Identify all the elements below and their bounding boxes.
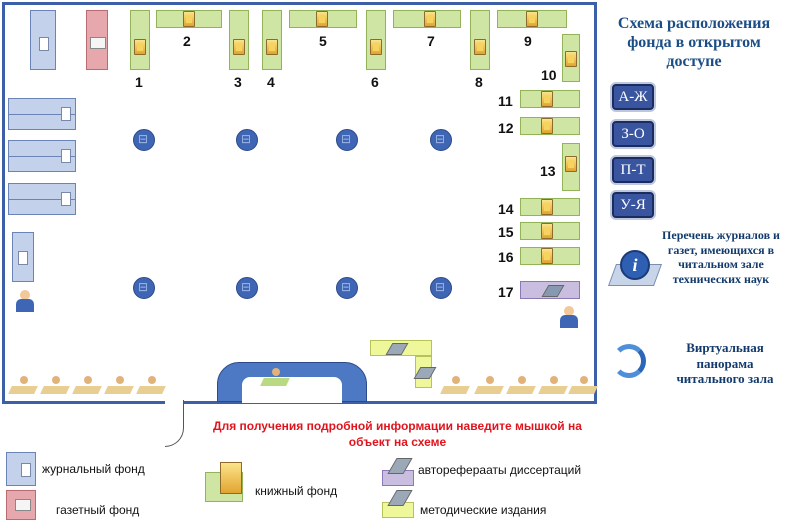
reader-icon xyxy=(538,376,568,396)
journals-list-link[interactable]: Перечень журналов и газет, имеющихся в ч… xyxy=(662,228,780,286)
shelf-number-8: 8 xyxy=(475,74,483,90)
methodical-shelf[interactable] xyxy=(370,340,432,356)
reader-icon xyxy=(104,376,134,396)
shelf-number-13: 13 xyxy=(540,163,556,179)
journal-shelf-row-3[interactable] xyxy=(8,183,76,215)
shelf-number-3: 3 xyxy=(234,74,242,90)
page-title: Схема расположения фонда в открытом дост… xyxy=(617,15,771,70)
letter-range-button-p-t[interactable]: П-Т xyxy=(612,157,654,183)
letter-range-button-a-zh[interactable]: А-Ж xyxy=(612,84,654,110)
column xyxy=(133,277,155,299)
book-shelf-15[interactable] xyxy=(520,222,580,240)
reader-icon xyxy=(136,376,166,396)
librarian-icon xyxy=(14,290,36,314)
book-shelf-8[interactable] xyxy=(470,10,490,70)
book-shelf-1[interactable] xyxy=(130,10,150,70)
reader-icon xyxy=(506,376,536,396)
shelf-number-2: 2 xyxy=(183,33,191,49)
book-shelf-3[interactable] xyxy=(229,10,249,70)
book-icon xyxy=(220,462,242,494)
legend-newspaper-label: газетный фонд xyxy=(56,503,140,517)
virtual-panorama-link[interactable]: Виртуальная панорама читального зала xyxy=(676,340,774,386)
shelf-number-16: 16 xyxy=(498,249,514,265)
shelf-number-15: 15 xyxy=(498,224,514,240)
legend-abstracts-label: автореферааты диссертаций xyxy=(418,463,582,477)
reader-icon xyxy=(72,376,102,396)
reader-icon xyxy=(8,376,38,396)
book-shelf-5[interactable] xyxy=(289,10,357,28)
shelf-number-4: 4 xyxy=(267,74,275,90)
column xyxy=(430,129,452,151)
book-shelf-12[interactable] xyxy=(520,117,580,135)
column xyxy=(133,129,155,151)
journal-shelf-row-1[interactable] xyxy=(8,98,76,130)
journal-shelf-top[interactable] xyxy=(30,10,56,70)
reader-icon xyxy=(568,376,598,396)
legend-newspaper-swatch xyxy=(6,490,36,520)
info-icon[interactable]: i xyxy=(607,248,663,288)
hover-hint: Для получения подробной информации навед… xyxy=(213,419,582,449)
reader-icon xyxy=(440,376,470,396)
shelf-number-12: 12 xyxy=(498,120,514,136)
book-shelf-7[interactable] xyxy=(393,10,461,28)
letter-range-button-u-ya[interactable]: У-Я xyxy=(612,192,654,218)
legend-journal-swatch xyxy=(6,452,36,486)
reader-icon xyxy=(40,376,70,396)
shelf-number-9: 9 xyxy=(524,33,532,49)
book-shelf-14[interactable] xyxy=(520,198,580,216)
service-desk[interactable] xyxy=(217,362,367,403)
journal-shelf-row-2[interactable] xyxy=(8,140,76,172)
reader-icon xyxy=(474,376,504,396)
column xyxy=(430,277,452,299)
book-shelf-13[interactable] xyxy=(562,143,580,191)
abstracts-shelf-17[interactable] xyxy=(520,281,580,299)
shelf-number-1: 1 xyxy=(135,74,143,90)
shelf-number-6: 6 xyxy=(371,74,379,90)
book-shelf-11[interactable] xyxy=(520,90,580,108)
shelf-number-11: 11 xyxy=(498,93,513,109)
journal-shelf-side[interactable] xyxy=(12,232,34,282)
legend-journal-label: журнальный фонд xyxy=(42,462,145,476)
book-shelf-2[interactable] xyxy=(156,10,222,28)
column xyxy=(336,129,358,151)
librarian-icon xyxy=(558,306,580,330)
column xyxy=(236,129,258,151)
newspaper-shelf[interactable] xyxy=(86,10,108,70)
book-shelf-16[interactable] xyxy=(520,247,580,265)
book-shelf-4[interactable] xyxy=(262,10,282,70)
book-shelf-10[interactable] xyxy=(562,34,580,82)
legend-methodical-label: методические издания xyxy=(420,503,547,517)
letter-range-button-z-o[interactable]: З-О xyxy=(612,121,654,147)
methodical-shelf-vertical[interactable] xyxy=(413,356,437,388)
book-shelf-9[interactable] xyxy=(497,10,567,28)
shelf-number-10: 10 xyxy=(541,67,557,83)
shelf-number-14: 14 xyxy=(498,201,514,217)
refresh-icon[interactable] xyxy=(612,344,646,378)
entrance-door xyxy=(165,400,184,447)
shelf-number-5: 5 xyxy=(319,33,327,49)
desk-staff-icon xyxy=(260,368,290,388)
column xyxy=(236,277,258,299)
legend-book-label: книжный фонд xyxy=(255,484,338,498)
shelf-number-17: 17 xyxy=(498,284,514,300)
column xyxy=(336,277,358,299)
shelf-number-7: 7 xyxy=(427,33,435,49)
book-shelf-6[interactable] xyxy=(366,10,386,70)
